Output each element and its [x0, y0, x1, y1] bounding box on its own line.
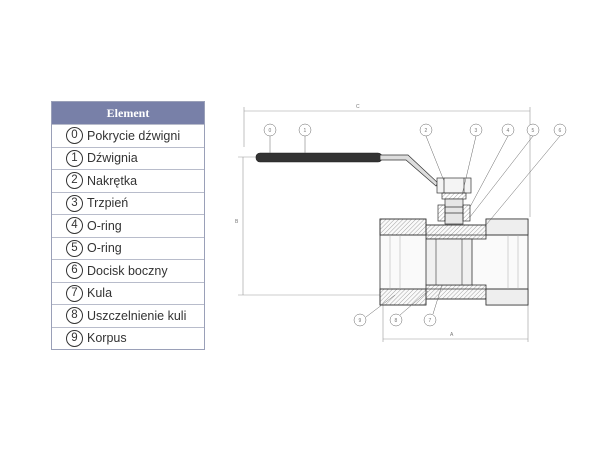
legend-number: 5 — [66, 239, 83, 257]
dimension-a — [382, 305, 529, 342]
legend-row: 8 Uszczelnienie kuli — [52, 304, 204, 327]
legend-label: Dźwignia — [87, 151, 138, 166]
callout-label: 1 — [304, 128, 307, 134]
lever-handle — [255, 152, 439, 187]
legend-label: Pokrycie dźwigni — [87, 128, 181, 143]
legend-row: 2 Nakrętka — [52, 169, 204, 192]
callout-label: 8 — [395, 318, 398, 324]
legend-label: Trzpień — [87, 196, 129, 211]
legend-row: 0 Pokrycie dźwigni — [52, 124, 204, 147]
callout-label: 3 — [475, 128, 478, 134]
legend-number: 9 — [66, 329, 83, 347]
legend-label: Nakrętka — [87, 173, 138, 188]
ball-valve-technical-drawing: C B A — [235, 104, 567, 342]
callout-label: 7 — [429, 318, 432, 324]
bottom-callouts — [353, 284, 443, 327]
legend-row: 3 Trzpień — [52, 191, 204, 215]
legend-number: 1 — [66, 149, 83, 167]
top-callouts — [263, 123, 567, 226]
legend-header: Element — [52, 102, 204, 124]
legend-number: 7 — [66, 284, 83, 302]
legend-row: 7 Kula — [52, 281, 204, 305]
legend-label: O-ring — [87, 241, 122, 256]
legend-number: 3 — [66, 194, 83, 212]
legend-row: 5 O-ring — [52, 236, 204, 260]
legend-label: Korpus — [87, 331, 127, 346]
legend-label: Uszczelnienie kuli — [87, 308, 187, 323]
dimension-b-label: B — [235, 219, 239, 225]
legend-label: O-ring — [87, 218, 122, 233]
callout-label: 4 — [507, 128, 510, 134]
callout-label: 9 — [359, 318, 362, 324]
parts-legend-table: Element 0 Pokrycie dźwigni 1 Dźwignia 2 Nak… — [51, 101, 205, 350]
legend-row: 9 Korpus — [52, 326, 204, 350]
legend-number: 4 — [66, 217, 83, 235]
legend-number: 6 — [66, 262, 83, 280]
dimension-c-label: C — [356, 104, 360, 110]
dimension-b — [238, 156, 380, 296]
legend-row: 4 O-ring — [52, 214, 204, 237]
callout-label: 5 — [532, 128, 535, 134]
dimension-a-label: A — [450, 332, 454, 338]
legend-label: Kula — [87, 286, 113, 301]
legend-row: 1 Dźwignia — [52, 146, 204, 170]
stem-assembly — [436, 177, 472, 225]
legend-row: 6 Docisk boczny — [52, 259, 204, 282]
valve-body — [379, 218, 529, 306]
legend-number: 0 — [66, 127, 83, 145]
legend-number: 2 — [66, 172, 83, 190]
callout-label: 2 — [425, 128, 428, 134]
callout-label: 0 — [269, 128, 272, 134]
legend-number: 8 — [66, 307, 83, 325]
callout-label: 6 — [559, 128, 562, 134]
top-callout-labels: 0 1 2 3 4 5 6 — [269, 128, 562, 134]
bottom-callout-labels: 9 8 7 — [359, 318, 432, 324]
legend-label: Docisk boczny — [87, 263, 168, 278]
